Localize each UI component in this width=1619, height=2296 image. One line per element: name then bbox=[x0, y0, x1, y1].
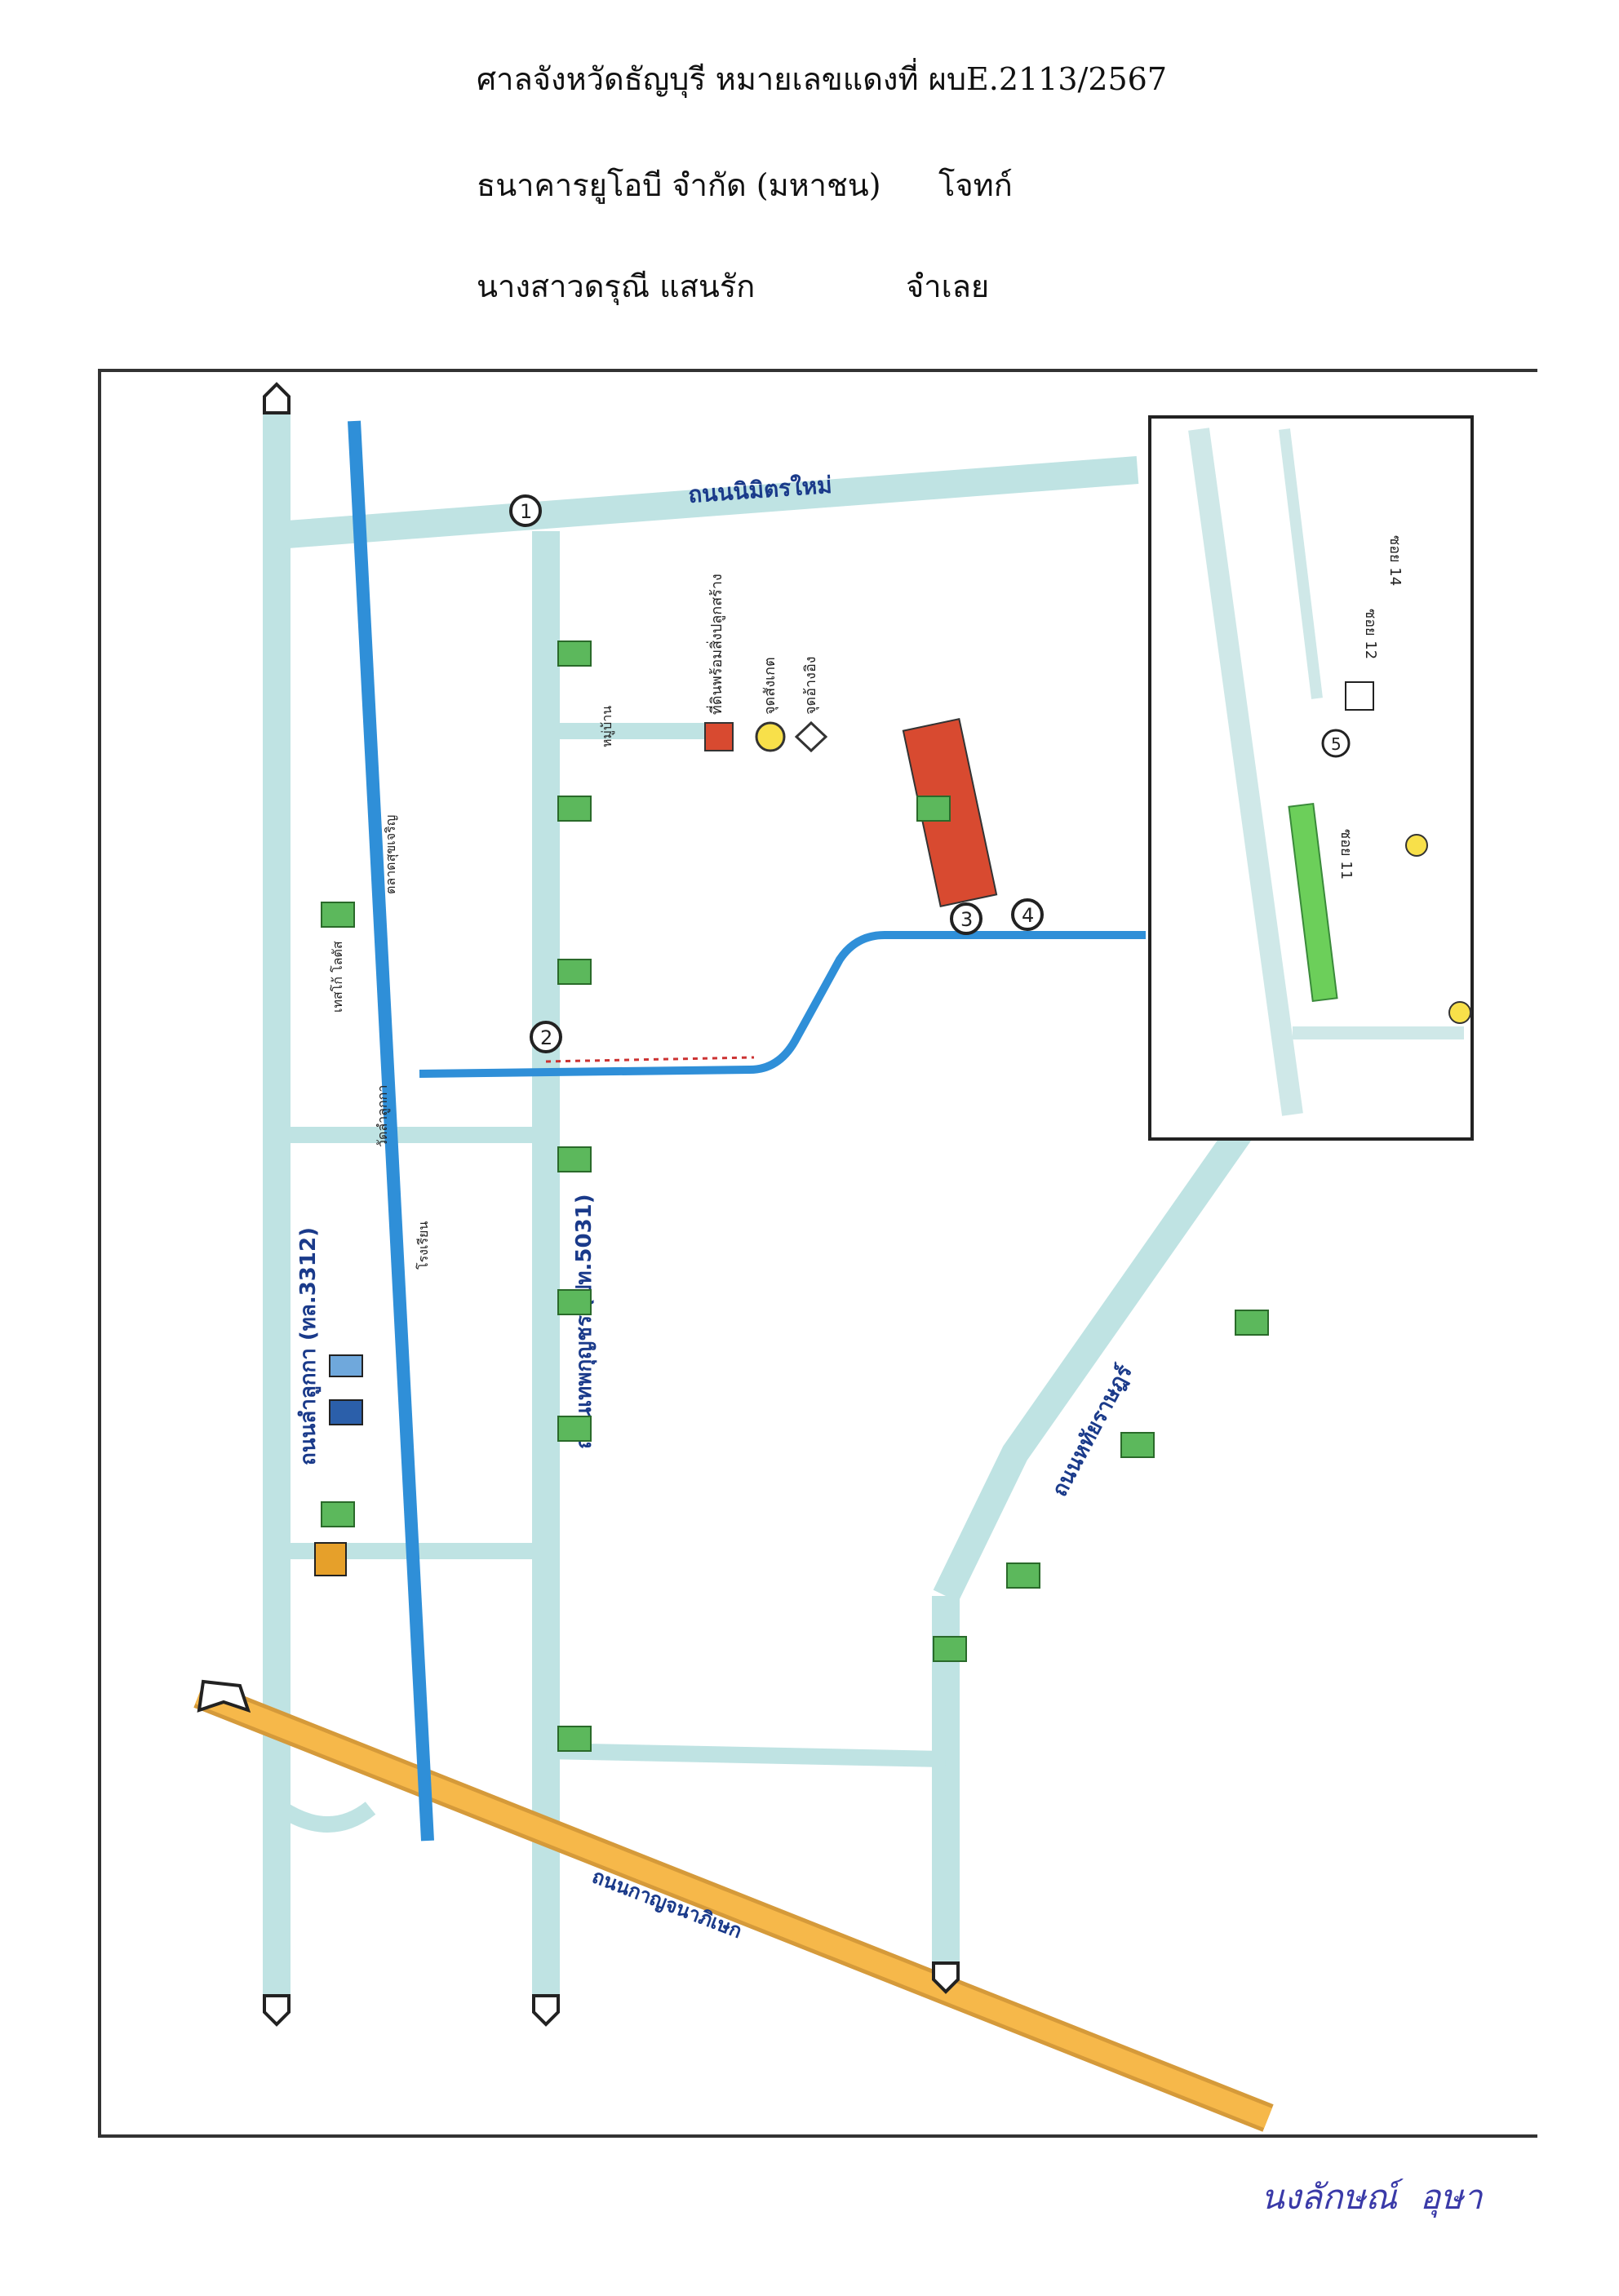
marker-group: 1 2 3 4 bbox=[509, 494, 1044, 1053]
arrow-south bbox=[532, 1994, 560, 2027]
village-icon bbox=[933, 1636, 967, 1662]
inset-road bbox=[1188, 428, 1303, 1116]
defendant-role: จำเลย bbox=[906, 268, 990, 304]
inset-house bbox=[1345, 681, 1374, 711]
arrow-west bbox=[197, 1679, 251, 1713]
inset-soi-label: ซอย 11 bbox=[1337, 829, 1355, 880]
legend-landmark-label: จุดสังเกต bbox=[761, 657, 778, 715]
court-case-line: ศาลจังหวัดธัญบุรี หมายเลขแดงที่ ผบE.2113… bbox=[477, 61, 1168, 97]
marker-4 bbox=[1011, 898, 1044, 931]
place-label-temple: วัดลำลูกกา bbox=[375, 1085, 391, 1147]
village-icon bbox=[1235, 1310, 1269, 1336]
signature-1: นงลักษณ์ bbox=[1261, 2177, 1398, 2217]
plaintiff-role: โจทก์ bbox=[938, 167, 1013, 203]
village-icon bbox=[557, 959, 592, 985]
landmark-logo bbox=[314, 1542, 347, 1576]
marker-1 bbox=[509, 494, 542, 527]
side-road bbox=[545, 1743, 947, 1767]
legend-marker-label: จุดอ้างอิง bbox=[802, 656, 819, 715]
marker-5 bbox=[1321, 729, 1351, 758]
village-icon bbox=[557, 1416, 592, 1442]
legend-land-swatch bbox=[704, 722, 734, 751]
marker-2-label: 2 bbox=[540, 1026, 552, 1049]
inset-landmark bbox=[1448, 1001, 1471, 1024]
interchange-loop bbox=[276, 1801, 376, 1833]
village-icon bbox=[557, 640, 592, 667]
village-icon bbox=[321, 902, 355, 928]
signature-2: อุษา bbox=[1420, 2177, 1483, 2217]
village-icon bbox=[557, 1726, 592, 1752]
inset-map: ซอย 11 ซอย 12 ซอย 14 5 bbox=[1148, 415, 1474, 1141]
legend-landmark-swatch bbox=[755, 721, 786, 752]
village-icon bbox=[557, 1289, 592, 1315]
arrow-south bbox=[932, 1961, 960, 1994]
side-roads bbox=[276, 723, 947, 1833]
village-icon bbox=[321, 1501, 355, 1527]
marker-4-label: 4 bbox=[1022, 904, 1034, 927]
canal-main bbox=[348, 420, 434, 1842]
marker-3-label: 3 bbox=[960, 908, 973, 931]
canal-branch bbox=[419, 931, 1146, 1078]
village-icon bbox=[1120, 1432, 1155, 1458]
road-label-lam-luk-ka: ถนนลำลูกกา (ทล.3312) bbox=[296, 1227, 322, 1465]
inset-soi-label: ซอย 12 bbox=[1362, 609, 1379, 659]
village-icon bbox=[916, 796, 951, 822]
marker-5-label: 5 bbox=[1331, 734, 1342, 754]
place-label-tesco: เทสโก้ โลตัส bbox=[330, 941, 345, 1013]
inset-soi-label: ซอย 14 bbox=[1386, 535, 1404, 586]
post-office-icon bbox=[329, 1354, 363, 1377]
village-icon bbox=[1006, 1562, 1040, 1589]
legend-land-label: ที่ดินพร้อมสิ่งปลูกสร้าง bbox=[706, 574, 725, 715]
location-map: ถนนนิมิตรใหม่ ถนนลำลูกกา (ทล.3312) ถนนเท… bbox=[98, 369, 1537, 2138]
arrow-south bbox=[263, 1994, 291, 2027]
arrow-north bbox=[263, 382, 291, 414]
plaintiff-name: ธนาคารยูโอบี จำกัด (มหาชน) bbox=[477, 167, 881, 203]
inset-landmark bbox=[1405, 834, 1428, 857]
legend-marker-swatch bbox=[794, 720, 828, 753]
place-label-village: หมู่บ้าน bbox=[599, 706, 615, 747]
place-label-market: ตลาดสุขเจริญ bbox=[383, 815, 399, 894]
marker-3 bbox=[950, 902, 982, 935]
route-dashed bbox=[545, 1056, 755, 1063]
marker-2 bbox=[530, 1021, 562, 1053]
marker-1-label: 1 bbox=[520, 500, 532, 523]
defendant-name: นางสาวดรุณี แสนรัก bbox=[477, 268, 756, 304]
bank-logo bbox=[329, 1399, 363, 1425]
road-label-luang-phaeng: ถนนเทพกุญชร (ปท.5031) bbox=[572, 1194, 597, 1449]
map-canvas: ถนนนิมิตรใหม่ ถนนลำลูกกา (ทล.3312) ถนนเท… bbox=[193, 382, 1474, 2132]
village-icon bbox=[557, 1146, 592, 1172]
inset-road bbox=[1279, 428, 1323, 699]
place-label-school: โรงเรียน bbox=[415, 1221, 431, 1270]
inset-parcel bbox=[1288, 802, 1338, 1003]
nimit-mai-road bbox=[275, 456, 1139, 549]
village-icon bbox=[557, 796, 592, 822]
village-icons bbox=[321, 640, 1269, 1752]
